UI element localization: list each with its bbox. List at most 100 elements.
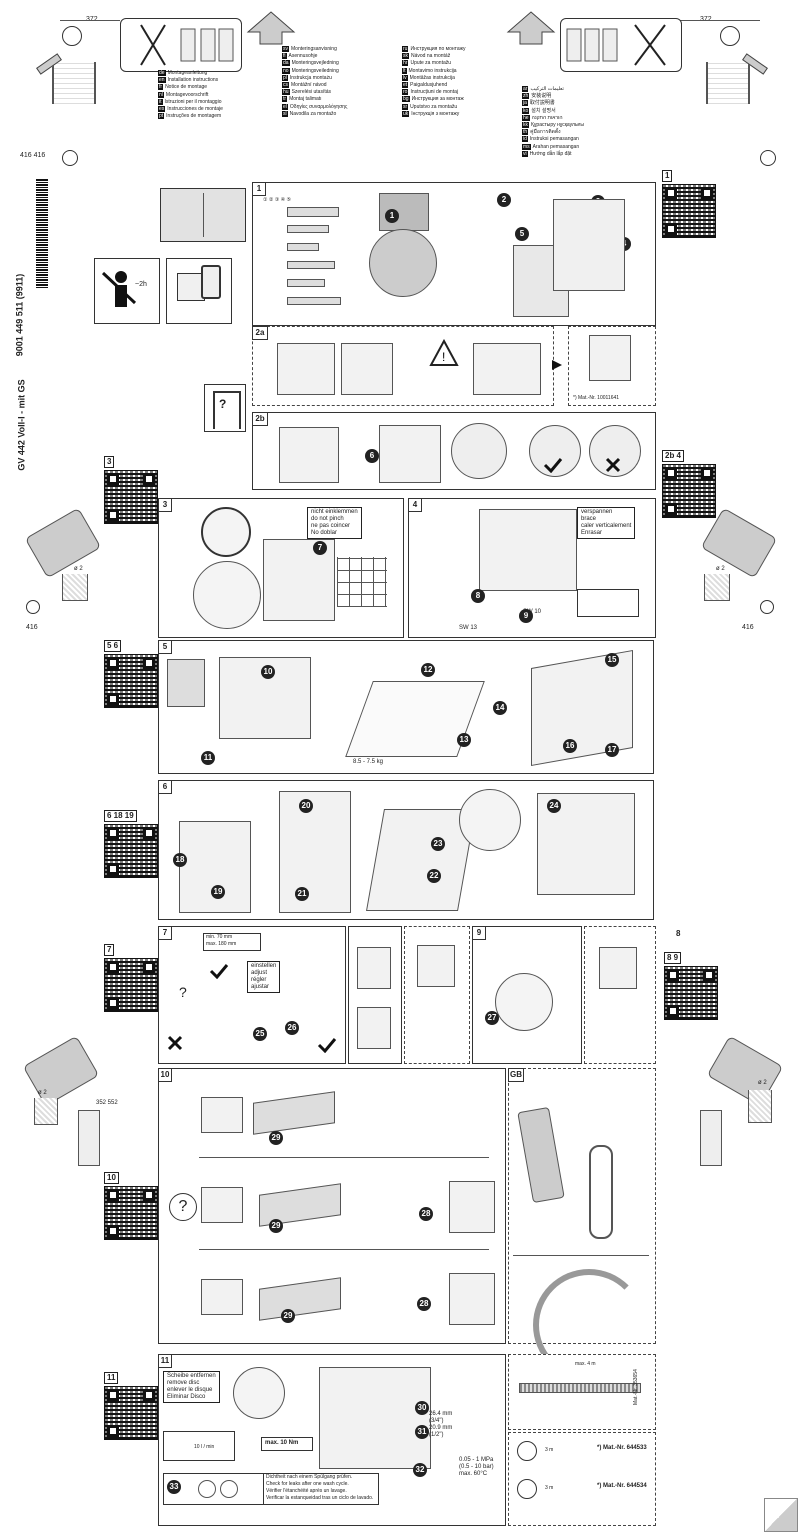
dishwasher-mount-image [379,425,441,483]
language-code: sv [282,46,289,52]
drill-hole-right [704,574,730,601]
language-code: sl [282,110,288,117]
tools-time-icon: ~2h [94,258,160,324]
dim-label-right: 372 [700,16,712,23]
remove-disc-line: remove disc [167,1380,200,1386]
qr-code-3[interactable] [104,470,158,524]
qr-code-8-9[interactable] [664,966,718,1020]
mat-number-644534: *) Mat.-Nr. 644534 [597,1483,647,1489]
language-title: Инструкция по монтажу [410,46,466,52]
top-panel-wrong-left [120,18,242,72]
language-title: Montavimo instrukcija [408,67,457,74]
question-mark: ? [179,984,187,1000]
min-max-box: min. 70 mm max. 180 mm [203,933,261,951]
language-code: lt [402,67,407,74]
step-23: 23 [431,837,445,851]
language-title: 安装说明 [531,93,552,100]
check-leaks-text: Dichtheit nach einem Spülgang prüfen.Che… [263,1473,379,1505]
language-title: Montaj talimatı [289,96,322,103]
language-title: Instrukcja montażu [289,74,332,81]
step-24: 24 [547,799,561,813]
worker-tools-icon [101,271,137,307]
step-20: 20 [299,799,313,813]
socket-icon-a [517,1441,537,1461]
part-number-label: 9001 449 511 (9911) [14,273,25,357]
check-icon [317,1038,337,1053]
section-8a [348,926,402,1064]
step-7: 7 [313,541,327,555]
check-leaks-line: Dichtheit nach einem Spülgang prüfen. [266,1474,353,1480]
cabinet-opening-image [277,343,335,395]
cross-icon [605,457,621,473]
remove-disc-line: enlever le disque [167,1387,213,1393]
door-frame-icon: ? [204,384,246,432]
step-21: 21 [295,887,309,901]
wrench-size-13: SW 13 [459,625,478,631]
warning-icon: ! [429,339,459,366]
language-title: Інструкція з монтажу [411,110,460,117]
max-temperature: max. 60°C [459,1471,488,1477]
language-title: Upute za montažu [410,60,452,67]
section-2b: 2b 6 [252,412,656,490]
step-29: 29 [269,1131,283,1145]
step-2: 2 [497,193,511,207]
side-detail-b [449,1181,495,1233]
qr-code-5-6[interactable] [104,654,158,708]
language-title: Құрастыру нұсқаулығы [531,122,584,128]
language-code: en [158,77,166,84]
drill-hole-right-2 [748,1090,772,1123]
language-code: uk [402,110,410,117]
hose-curve-image [533,1269,645,1381]
language-code: pt [158,113,165,120]
thread-size-a-inch: (3/4") [429,1418,444,1424]
section-8-label: 8 [676,929,681,938]
cabinet-image-2 [341,343,393,395]
language-title: Montāžas instrukcija [409,74,455,81]
mount-clip-right [700,1110,722,1166]
adjust-line: einstellen [251,963,277,969]
warning-line: No doblar [311,530,338,536]
language-code: de [158,70,166,76]
qr-code-1[interactable] [662,184,716,238]
qr-code-2b4[interactable] [662,464,716,518]
language-title: Asennusohje [288,53,318,60]
qr-code-10[interactable] [104,1186,158,1240]
dim-line-left [60,20,120,21]
phone-qr-icon [166,258,232,324]
pliers-image [517,1106,565,1204]
hose-mat-number: Mat.-Nr. 353654 [633,1369,639,1405]
drill-icon-left-2 [22,1035,100,1107]
step-5: 5 [515,227,529,241]
rail-image-c [259,1277,341,1321]
qr-code-7[interactable] [104,958,158,1012]
max-torque-label: max. 10 Nm [265,1440,299,1446]
warning-line: Enrasar [581,530,603,536]
top-panel-wrong-right [560,18,682,72]
language-code: ko [522,107,530,114]
qr-tag: 7 [104,944,115,956]
language-code: sr [402,103,409,110]
language-title: Hướng dẫn lắp đặt [529,150,572,157]
warning-line: nicht einklemmen [311,509,358,515]
step-31: 31 [415,1425,429,1439]
qr-code-6[interactable] [104,824,158,878]
language-title: Montážní návod [291,82,327,88]
hose-extension-panel: max. 4 m Mat.-Nr. 353654 [508,1354,656,1430]
warning-line: brace [581,516,597,522]
qr-code-11[interactable] [104,1386,158,1440]
step-32: 32 [413,1463,427,1477]
language-code: da [282,60,290,67]
section-8b [404,926,470,1064]
pressure-info: 0.05 - 1 MPa (0.5 - 10 bar) max. 60°C [459,1457,503,1478]
language-title: Návod na montáž [411,53,451,60]
